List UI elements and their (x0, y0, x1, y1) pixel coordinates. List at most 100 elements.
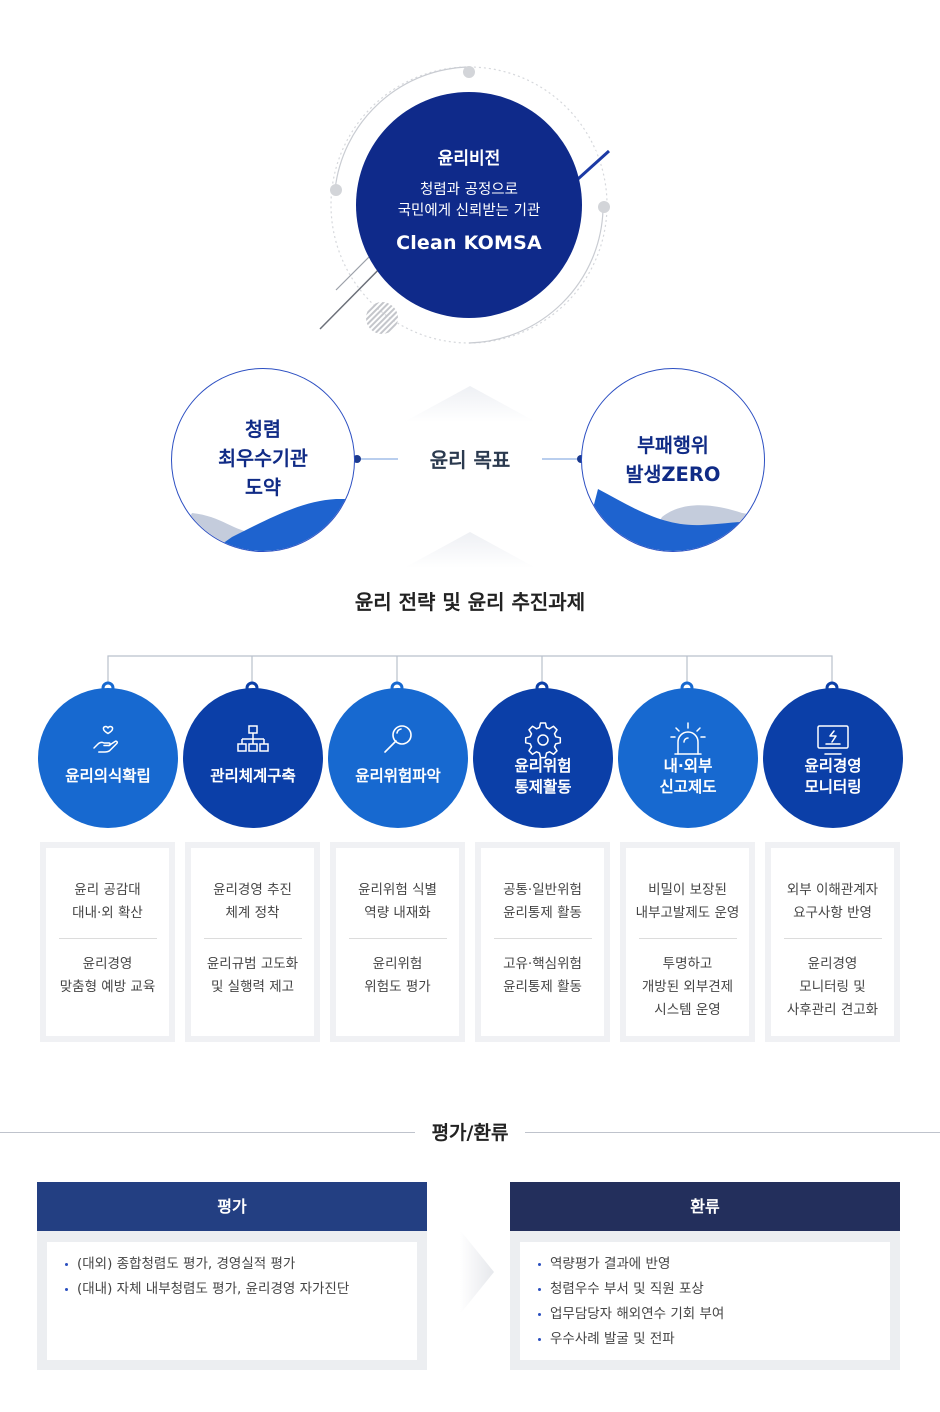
task-title: 윤리위험파악 (328, 766, 468, 787)
goal-right-line: 발생ZERO (625, 463, 721, 486)
wave-graphic-left (172, 499, 354, 551)
task-card-line: 대내·외 확산 (72, 905, 143, 921)
gear-icon (524, 722, 562, 759)
task-card-line: 외부 이해관계자 (786, 882, 879, 898)
task-title: 내·외부 신고제도 (618, 756, 758, 798)
org-chart-icon (237, 725, 269, 752)
task-card-divider (58, 938, 157, 939)
task-title: 윤리의식확립 (38, 766, 178, 787)
task-card-line: 모니터링 및 (799, 979, 866, 995)
task-circle-risk-identification: 윤리위험파악 (328, 688, 468, 828)
goal-circle-right: 부패행위 발생ZERO (581, 368, 765, 552)
feedback-box: 환류 역량평가 결과에 반영 청렴우수 부서 및 직원 포상 업무담당자 해외연… (510, 1182, 900, 1370)
task-card-content: 비밀이 보장된 내부고발제도 운영 투명하고 개방된 외부견제 시스템 운영 (626, 848, 749, 1036)
vision-slogan-line2: 국민에게 신뢰받는 기관 (397, 203, 541, 219)
task-card-management-system: 윤리경영 추진 체계 정착 윤리규범 고도화 및 실행력 제고 (185, 842, 320, 1042)
vision-title: 윤리비전 (437, 149, 501, 169)
task-card-content: 공통·일반위험 윤리통제 활동 고유·핵심위험 윤리통제 활동 (481, 848, 604, 1036)
task-card-ethics-awareness: 윤리 공감대 대내·외 확산 윤리경영 맞춤형 예방 교육 (40, 842, 175, 1042)
task-card-content: 윤리경영 추진 체계 정착 윤리규범 고도화 및 실행력 제고 (191, 848, 314, 1036)
task-card-line: 윤리통제 활동 (503, 905, 582, 921)
task-card-item: 고유·핵심위험 윤리통제 활동 (481, 953, 604, 999)
evaluation-section-title: 평가/환류 (415, 1118, 525, 1145)
goal-left-line: 청렴 (245, 418, 281, 441)
task-card-line: 및 실행력 제고 (210, 979, 295, 995)
task-card-line: 윤리위험 식별 (358, 882, 437, 898)
task-card-line: 윤리 공감대 (74, 882, 141, 898)
task-card-line: 시스템 운영 (654, 1002, 721, 1018)
task-card-line: 비밀이 보장된 (648, 882, 727, 898)
task-card-item: 윤리 공감대 대내·외 확산 (46, 879, 169, 925)
task-title-line: 신고제도 (659, 778, 717, 796)
goal-right-line: 부패행위 (637, 434, 709, 457)
task-title-line: 모니터링 (804, 778, 862, 796)
feedback-list: 역량평가 결과에 반영 청렴우수 부서 및 직원 포상 업무담당자 해외연수 기… (520, 1242, 890, 1360)
task-card-line: 윤리경영 (82, 956, 133, 972)
task-card-line: 요구사항 반영 (793, 905, 872, 921)
task-circle-management-system: 관리체계구축 (183, 688, 323, 828)
task-card-line: 투명하고 (662, 956, 713, 972)
goal-center-label: 윤리 목표 (429, 448, 511, 472)
task-circle-reporting-system: 내·외부 신고제도 (618, 688, 758, 828)
goal-right-text: 부패행위 발생ZERO (582, 431, 764, 489)
task-card-line: 개방된 외부견제 (641, 979, 734, 995)
task-card-item: 윤리경영 모니터링 및 사후관리 견고화 (771, 953, 894, 1022)
task-card-line: 고유·핵심위험 (503, 956, 582, 972)
magnifier-icon (384, 725, 412, 753)
vision-circle: 윤리비전 청렴과 공정으로 국민에게 신뢰받는 기관 Clean KOMSA (356, 92, 582, 318)
list-item: 청렴우수 부서 및 직원 포상 (538, 1277, 890, 1302)
task-title-line: 내·외부 (663, 757, 713, 775)
feedback-box-title: 환류 (510, 1182, 900, 1231)
vision-brand: Clean KOMSA (396, 232, 542, 254)
alarm-icon (670, 722, 706, 755)
task-card-line: 내부고발제도 운영 (635, 905, 740, 921)
task-tree-connector (101, 655, 839, 695)
list-item: (대외) 종합청렴도 평가, 경영실적 평가 (65, 1252, 417, 1277)
task-title: 관리체계구축 (183, 766, 323, 787)
task-card-reporting-system: 비밀이 보장된 내부고발제도 운영 투명하고 개방된 외부견제 시스템 운영 (620, 842, 755, 1042)
chevron-right-icon (460, 1230, 494, 1314)
task-card-divider (348, 938, 447, 939)
task-title: 윤리경영 모니터링 (763, 756, 903, 798)
task-card-divider (783, 938, 882, 939)
task-card-line: 역량 내재화 (364, 905, 431, 921)
monitor-icon (817, 725, 849, 755)
list-item: 역량평가 결과에 반영 (538, 1252, 890, 1277)
vision-slogan: 청렴과 공정으로 국민에게 신뢰받는 기관 (356, 180, 582, 222)
goal-circle-left: 청렴 최우수기관 도약 (171, 368, 355, 552)
task-card-divider (493, 938, 592, 939)
evaluation-box-title: 평가 (37, 1182, 427, 1231)
task-card-item: 윤리경영 추진 체계 정착 (191, 879, 314, 925)
evaluation-box: 평가 (대외) 종합청렴도 평가, 경영실적 평가 (대내) 자체 내부청렴도 … (37, 1182, 427, 1370)
task-card-risk-control: 공통·일반위험 윤리통제 활동 고유·핵심위험 윤리통제 활동 (475, 842, 610, 1042)
vision-slogan-line1: 청렴과 공정으로 (420, 182, 518, 198)
goal-left-line: 최우수기관 (218, 447, 308, 470)
heart-hand-icon (93, 725, 118, 753)
task-card-risk-identification: 윤리위험 식별 역량 내재화 윤리위험 위험도 평가 (330, 842, 465, 1042)
task-card-item: 윤리규범 고도화 및 실행력 제고 (191, 953, 314, 999)
task-title-line: 윤리위험 (514, 757, 572, 775)
task-circle-monitoring: 윤리경영 모니터링 (763, 688, 903, 828)
task-card-line: 윤리위험 (372, 956, 423, 972)
goal-left-text: 청렴 최우수기관 도약 (172, 415, 354, 502)
task-card-line: 윤리경영 추진 (213, 882, 292, 898)
evaluation-list: (대외) 종합청렴도 평가, 경영실적 평가 (대내) 자체 내부청렴도 평가,… (47, 1242, 417, 1360)
list-item: (대내) 자체 내부청렴도 평가, 윤리경영 자가진단 (65, 1277, 417, 1302)
task-card-monitoring: 외부 이해관계자 요구사항 반영 윤리경영 모니터링 및 사후관리 견고화 (765, 842, 900, 1042)
list-item: 업무담당자 해외연수 기회 부여 (538, 1302, 890, 1327)
goal-decoration (353, 386, 585, 568)
task-card-line: 사후관리 견고화 (786, 1002, 879, 1018)
task-title-line: 통제활동 (514, 778, 572, 796)
task-title-line: 윤리의식확립 (65, 767, 151, 785)
task-card-item: 비밀이 보장된 내부고발제도 운영 (626, 879, 749, 925)
goal-left-line: 도약 (245, 476, 281, 499)
task-card-divider (203, 938, 302, 939)
task-card-item: 윤리위험 위험도 평가 (336, 953, 459, 999)
task-card-item: 공통·일반위험 윤리통제 활동 (481, 879, 604, 925)
task-card-content: 외부 이해관계자 요구사항 반영 윤리경영 모니터링 및 사후관리 견고화 (771, 848, 894, 1036)
task-circle-risk-control: 윤리위험 통제활동 (473, 688, 613, 828)
task-circle-ethics-awareness: 윤리의식확립 (38, 688, 178, 828)
task-card-line: 공통·일반위험 (503, 882, 582, 898)
task-title: 윤리위험 통제활동 (473, 756, 613, 798)
task-card-line: 체계 정착 (225, 905, 280, 921)
